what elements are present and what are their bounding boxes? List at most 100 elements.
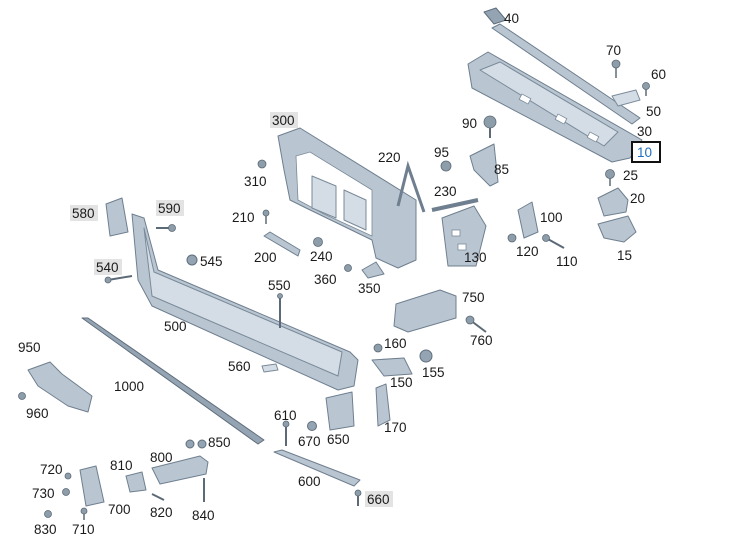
label-540: 540: [96, 260, 119, 275]
label-155: 155: [422, 365, 445, 380]
label-350: 350: [358, 281, 381, 296]
label-100: 100: [540, 210, 563, 225]
part-650-bracket: [325, 391, 355, 431]
part-170-bracket: [375, 383, 391, 427]
part-100-bracket: [517, 201, 539, 239]
label-580: 580: [72, 206, 95, 221]
label-700: 700: [108, 502, 131, 517]
label-15: 15: [617, 248, 632, 263]
label-670: 670: [298, 434, 321, 449]
part-15-clip: [597, 215, 637, 243]
part-160-screw: [373, 343, 383, 353]
label-110: 110: [556, 254, 578, 269]
label-730: 730: [32, 486, 55, 501]
label-240: 240: [310, 249, 333, 264]
part-800-bracket: [151, 455, 209, 485]
part-545-nut: [186, 254, 198, 266]
part-40-upper-bar: [483, 7, 641, 125]
label-bg-660: [365, 491, 393, 507]
label-200: 200: [254, 250, 277, 265]
label-950: 950: [18, 340, 41, 355]
label-10: 10: [637, 145, 652, 160]
label-210: 210: [232, 210, 255, 225]
label-90: 90: [462, 116, 477, 131]
part-700-bracket: [79, 465, 105, 507]
label-120: 120: [516, 244, 539, 259]
label-750: 750: [462, 290, 485, 305]
part-155-nut: [419, 349, 433, 363]
part-580-bracket: [105, 197, 129, 237]
part-600-strip: [273, 449, 361, 487]
label-810: 810: [110, 458, 133, 473]
part-50-bracket: [611, 89, 641, 107]
part-120-screw: [507, 233, 517, 243]
label-650: 650: [327, 432, 350, 447]
label-710: 710: [72, 522, 95, 537]
part-90-screw: [483, 115, 497, 138]
part-950-bracket: [27, 361, 93, 413]
part-760-bolt: [465, 315, 487, 333]
part-540-bolt: [104, 275, 133, 284]
part-150-bracket: [371, 357, 413, 377]
label-600: 600: [298, 474, 321, 489]
label-360: 360: [314, 272, 337, 287]
label-960: 960: [26, 406, 49, 421]
label-850: 850: [208, 435, 231, 450]
part-810-clip: [125, 471, 147, 493]
part-660-screw: [354, 489, 362, 506]
label-60: 60: [651, 67, 666, 82]
label-150: 150: [390, 375, 413, 390]
part-830-screw: [44, 510, 52, 518]
label-720: 720: [40, 462, 63, 477]
label-820: 820: [150, 505, 173, 520]
part-710-screw: [80, 507, 88, 520]
part-850-nuts: [185, 439, 207, 449]
label-310: 310: [244, 174, 267, 189]
label-130: 130: [464, 250, 487, 265]
highlight-box-10: [631, 141, 661, 163]
part-360-screw: [344, 264, 352, 272]
part-560-clip: [261, 363, 279, 373]
label-660: 660: [367, 492, 390, 507]
label-20: 20: [630, 191, 645, 206]
part-230-bar: [431, 198, 479, 212]
part-30-cross-member: [467, 51, 643, 163]
label-40: 40: [504, 11, 519, 26]
label-610: 610: [274, 408, 297, 423]
part-210-screw: [262, 209, 270, 224]
label-bg-540: [94, 259, 122, 275]
part-300-radiator-support: [277, 127, 417, 269]
part-70-screw: [611, 59, 621, 78]
label-800: 800: [150, 450, 173, 465]
label-160: 160: [384, 336, 407, 351]
part-200-bracket: [263, 231, 301, 257]
part-960-screw: [18, 392, 26, 400]
label-95: 95: [434, 145, 449, 160]
part-95-screw: [440, 160, 452, 172]
label-50: 50: [646, 104, 661, 119]
part-730-screw: [62, 488, 70, 496]
label-25: 25: [623, 168, 638, 183]
part-85-bracket: [469, 143, 499, 187]
label-560: 560: [228, 359, 251, 374]
label-220: 220: [378, 150, 401, 165]
part-20-clip: [597, 187, 629, 217]
label-70: 70: [606, 43, 621, 58]
label-30: 30: [637, 124, 652, 139]
label-590: 590: [158, 201, 181, 216]
label-1000: 1000: [114, 379, 144, 394]
part-720-screw: [64, 472, 72, 480]
label-830: 830: [34, 522, 57, 537]
label-840: 840: [192, 508, 215, 523]
part-500-bumper-beam: [131, 213, 359, 391]
part-60-screw: [642, 82, 650, 96]
label-760: 760: [470, 333, 493, 348]
part-1000-strip: [81, 317, 265, 445]
part-350-clip: [361, 261, 385, 279]
label-300: 300: [272, 113, 295, 128]
part-220-strut: [396, 160, 426, 213]
label-bg-300: [270, 112, 298, 128]
part-130-bracket: [441, 205, 487, 267]
label-bg-580: [70, 205, 98, 221]
